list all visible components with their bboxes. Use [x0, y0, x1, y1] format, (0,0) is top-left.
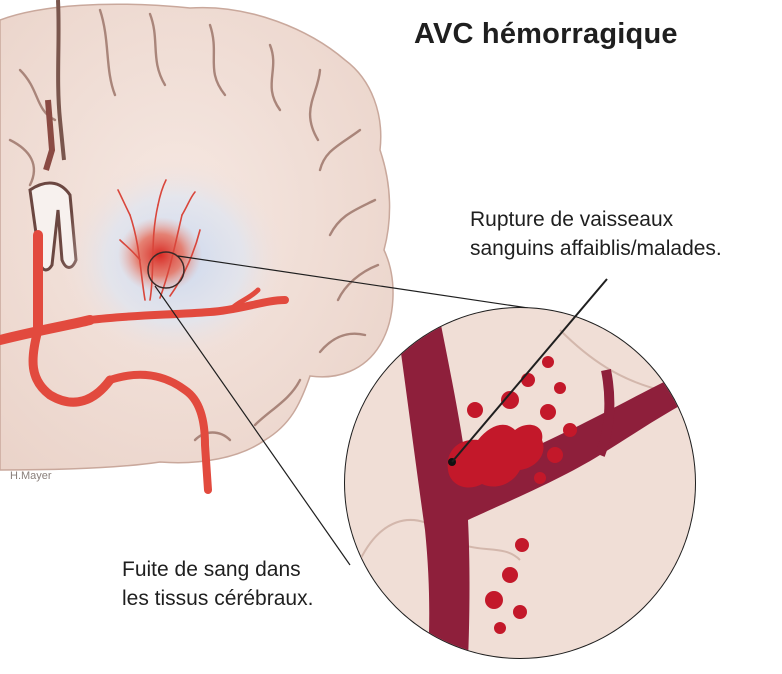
callout-rupture-line-1: Rupture de vaisseaux	[470, 205, 780, 234]
artist-signature: H.Mayer	[10, 470, 52, 482]
callout-fuite: Fuite de sang dans les tissus cérébraux.	[122, 555, 322, 613]
brain-section	[0, 0, 393, 490]
callout-fuite-line-1: Fuite de sang dans	[122, 555, 322, 584]
callout-rupture: Rupture de vaisseaux sanguins affaiblis/…	[470, 205, 780, 263]
callout-rupture-line-2: sanguins affaiblis/malades.	[470, 234, 780, 263]
diagram-title: AVC hémorragique	[414, 18, 774, 51]
callout-fuite-line-2: les tissus cérébraux.	[122, 584, 322, 613]
magnified-view	[340, 300, 700, 660]
hemorrhage	[118, 217, 202, 293]
